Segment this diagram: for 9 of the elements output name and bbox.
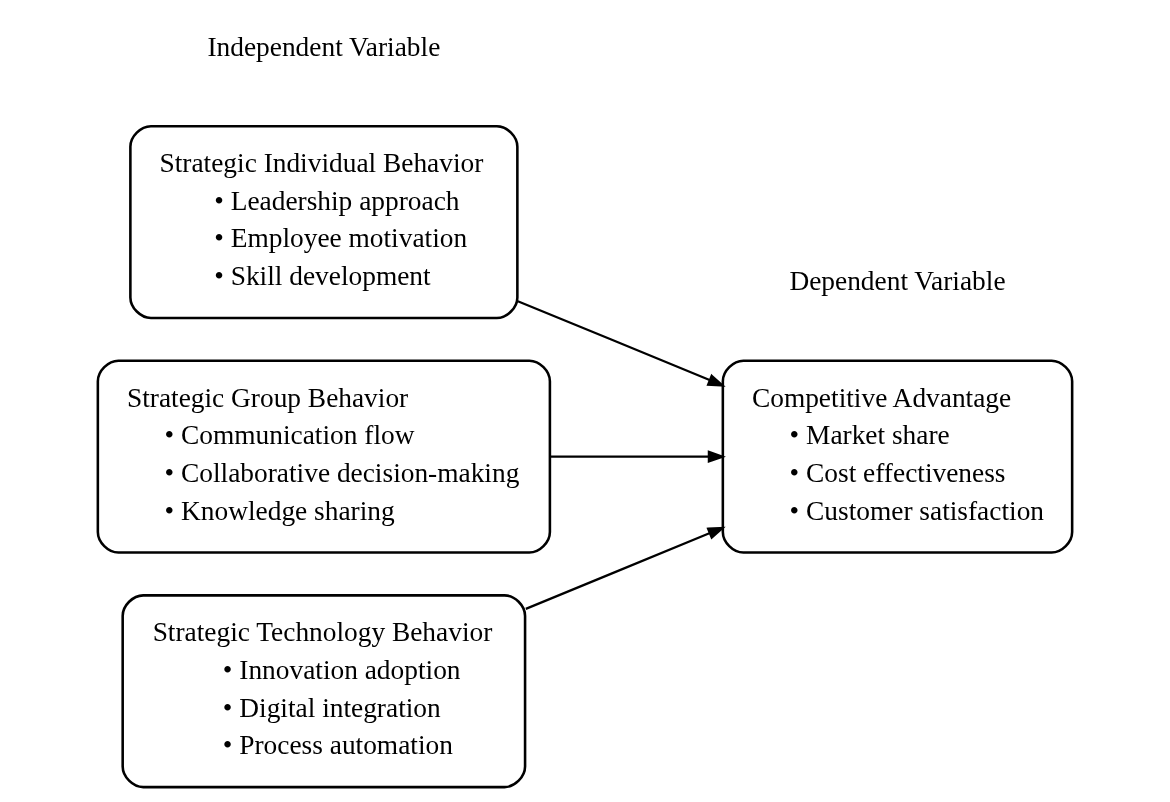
node-box: Strategic Group Behavior • Communication flow • Collaborative decision-making • Knowledge sharing bbox=[96, 359, 552, 554]
node-box: Strategic Individual Behavior • Leadership approach • Employee motivation • Skill development bbox=[129, 124, 519, 320]
label: Independent Variable bbox=[207, 31, 441, 62]
node-box: Competitive Advantage • Market share • Cost effectiveness • Customer satisfaction bbox=[721, 359, 1074, 554]
label: Dependent Variable bbox=[789, 266, 1006, 297]
node-box: Strategic Technology Behavior • Innovation adoption • Digital integration • Process automation bbox=[121, 594, 527, 789]
arrow bbox=[517, 300, 726, 387]
arrow bbox=[525, 526, 726, 610]
arrow bbox=[550, 450, 726, 463]
